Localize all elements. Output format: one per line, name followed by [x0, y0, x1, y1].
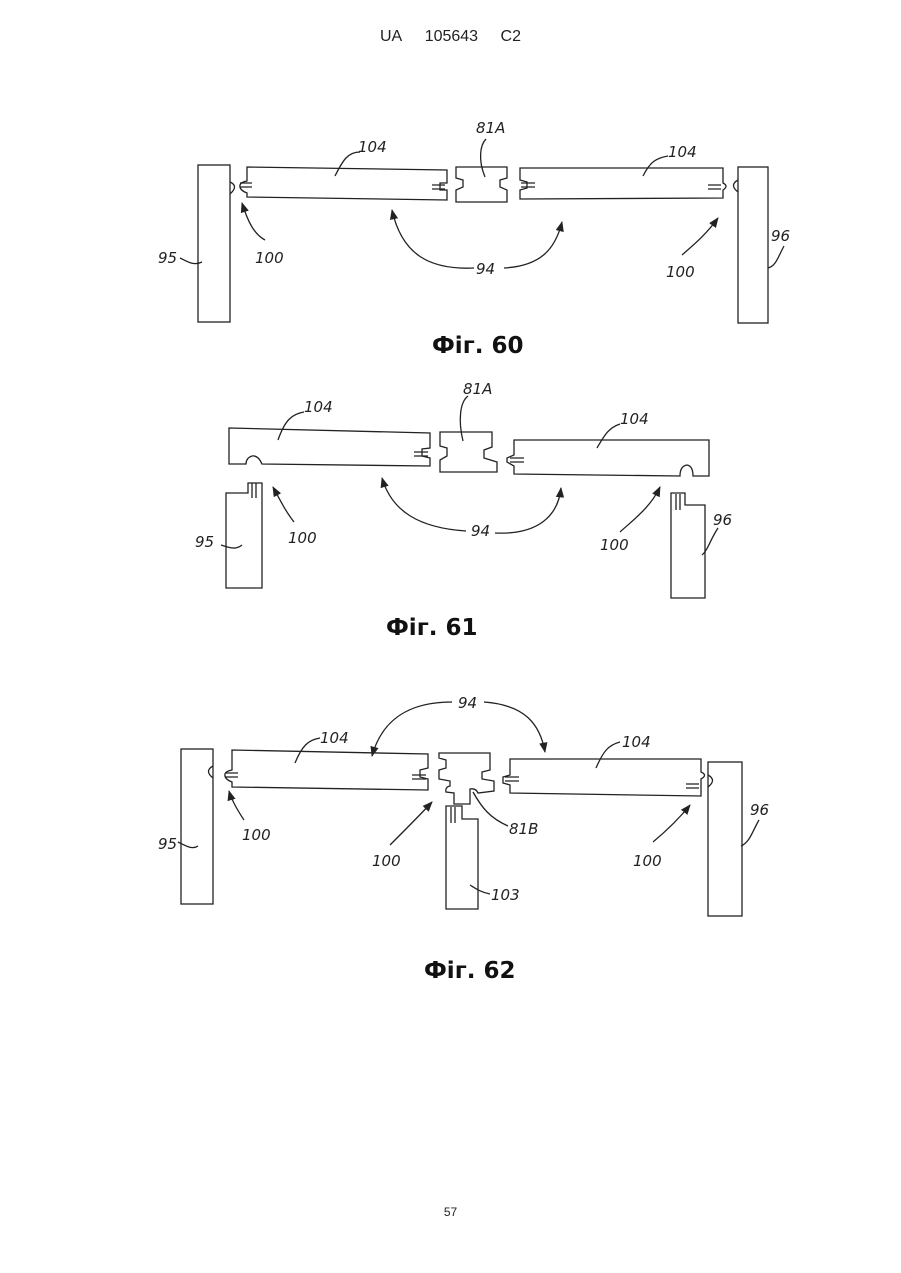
label-95: 95 — [158, 249, 177, 267]
arrow — [273, 487, 294, 522]
label-104: 104 — [304, 398, 333, 416]
arrow — [382, 478, 466, 531]
label-96: 96 — [750, 801, 769, 819]
leader-line — [741, 820, 759, 846]
label-96: 96 — [713, 511, 732, 529]
label-95: 95 — [158, 835, 177, 853]
label-81b: 81B — [509, 820, 538, 838]
arrow — [504, 222, 562, 268]
wall-post-96 — [738, 167, 768, 323]
label-100: 100 — [600, 536, 629, 554]
arrow — [372, 702, 452, 756]
label-104: 104 — [620, 410, 649, 428]
label-95: 95 — [195, 533, 214, 551]
floor-panel-104-right — [507, 440, 709, 476]
arrow — [620, 487, 660, 532]
floor-panel-104-left — [225, 750, 428, 790]
post-groove — [230, 182, 235, 194]
wall-post-95 — [226, 483, 262, 588]
label-100: 100 — [666, 263, 695, 281]
wall-post-96 — [708, 762, 742, 916]
figure-62: 104 94 104 95 100 100 81B 100 96 103 Фіг… — [158, 694, 769, 984]
label-100: 100 — [255, 249, 284, 267]
label-103: 103 — [491, 886, 520, 904]
figure-caption: Фіг. 61 — [386, 615, 477, 641]
arrow — [229, 791, 244, 820]
arrow — [682, 218, 718, 255]
connector-81a — [440, 432, 497, 472]
label-100: 100 — [288, 529, 317, 547]
label-94: 94 — [471, 522, 490, 540]
wall-post-95 — [198, 165, 230, 322]
page-number: 57 — [0, 1205, 901, 1219]
label-81a: 81A — [476, 119, 505, 137]
arrow — [390, 802, 432, 845]
label-104: 104 — [668, 143, 697, 161]
label-104: 104 — [358, 138, 387, 156]
figure-caption: Фіг. 62 — [424, 958, 515, 984]
connector-81b — [439, 753, 494, 804]
label-100: 100 — [633, 852, 662, 870]
arrow — [653, 805, 690, 842]
leader-line — [768, 246, 784, 268]
figure-61: 104 81A 104 95 100 94 100 96 Фіг. 61 — [195, 380, 732, 641]
figure-60: 104 81A 104 95 100 94 100 96 Фіг. 60 — [158, 119, 790, 359]
post-groove — [734, 180, 739, 192]
label-104: 104 — [320, 729, 349, 747]
label-94: 94 — [476, 260, 495, 278]
label-100: 100 — [242, 826, 271, 844]
floor-panel-104-left — [229, 428, 430, 466]
floor-panel-104-right — [520, 168, 726, 199]
label-96: 96 — [771, 227, 790, 245]
figure-caption: Фіг. 60 — [432, 333, 523, 359]
arrow — [484, 702, 545, 752]
arrow — [495, 488, 561, 533]
label-104: 104 — [622, 733, 651, 751]
arrow — [242, 203, 265, 240]
label-100: 100 — [372, 852, 401, 870]
label-94: 94 — [458, 694, 477, 712]
label-81a: 81A — [463, 380, 492, 398]
floor-panel-104-left — [240, 167, 447, 200]
floor-panel-104-right — [503, 759, 705, 796]
connector-81a — [456, 167, 507, 202]
arrow — [392, 210, 474, 268]
